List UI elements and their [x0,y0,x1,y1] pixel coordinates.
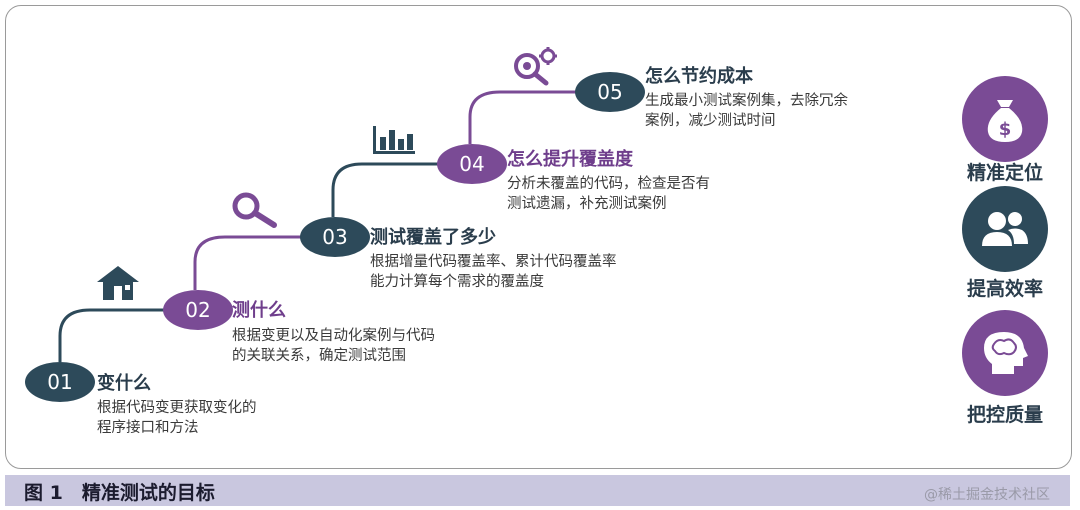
figure-caption: 图 1 精准测试的目标 [24,482,215,504]
step-03-desc-line-2: 能力计算每个需求的覆盖度 [370,274,544,290]
step-03-desc-line-1: 根据增量代码覆盖率、累计代码覆盖率 [370,254,617,270]
connector-02-03 [193,235,305,290]
step-03-number: 03 [300,217,370,257]
caption-bar [5,475,1070,506]
goal-efficiency-circle [962,186,1048,272]
step-02-title: 测什么 [232,300,286,321]
users-icon [982,212,1028,246]
step-01-number: 01 [25,362,95,402]
diagram-frame [5,5,1072,469]
step-04-desc-line-1: 分析未覆盖的代码，检查是否有 [507,176,710,192]
step-02-desc: 根据变更以及自动化案例与代码 的关联关系，确定测试范围 [232,326,435,366]
step-05-desc-line-1: 生成最小测试案例集，去除冗余 [645,93,848,109]
step-05-desc: 生成最小测试案例集，去除冗余 案例，减少测试时间 [645,91,848,131]
step-02-number: 02 [163,290,233,330]
bar-chart-icon [373,126,415,154]
goal-efficiency-label: 提高效率 [966,278,1043,300]
svg-text:$: $ [999,119,1012,140]
gear-magnifier-icon [514,47,557,86]
step-05-title: 怎么节约成本 [645,66,753,87]
step-04-desc-line-2: 测试遗漏，补充测试案例 [507,196,667,212]
magnifier-icon [232,192,277,228]
connector-03-04 [331,162,442,217]
step-02-desc-line-1: 根据变更以及自动化案例与代码 [232,328,435,344]
step-05-number: 05 [575,72,645,112]
step-01-desc-line-1: 根据代码变更获取变化的 [97,400,257,416]
watermark: @稀土掘金技术社区 [924,487,1050,503]
brain-head-icon [984,332,1028,374]
step-03-desc: 根据增量代码覆盖率、累计代码覆盖率 能力计算每个需求的覆盖度 [370,252,617,292]
house-icon [97,266,139,300]
step-04-desc: 分析未覆盖的代码，检查是否有 测试遗漏，补充测试案例 [507,174,710,214]
connector-01-02 [58,308,168,362]
goal-precise-circle: $ [962,76,1048,162]
step-05-desc-line-2: 案例，减少测试时间 [645,113,776,129]
step-02-desc-line-2: 的关联关系，确定测试范围 [232,348,406,364]
connector-04-05 [468,90,580,144]
step-04-title: 怎么提升覆盖度 [507,149,633,170]
goal-quality-label: 把控质量 [966,404,1043,426]
goal-precise-label: 精准定位 [966,162,1043,184]
money-bag-icon: $ [987,100,1023,142]
step-03-title: 测试覆盖了多少 [370,227,496,248]
goal-quality-circle [962,310,1048,396]
step-01-desc-line-2: 程序接口和方法 [97,420,199,436]
step-01-title: 变什么 [97,373,151,394]
step-04-number: 04 [437,144,507,184]
step-01-desc: 根据代码变更获取变化的 程序接口和方法 [97,398,257,438]
